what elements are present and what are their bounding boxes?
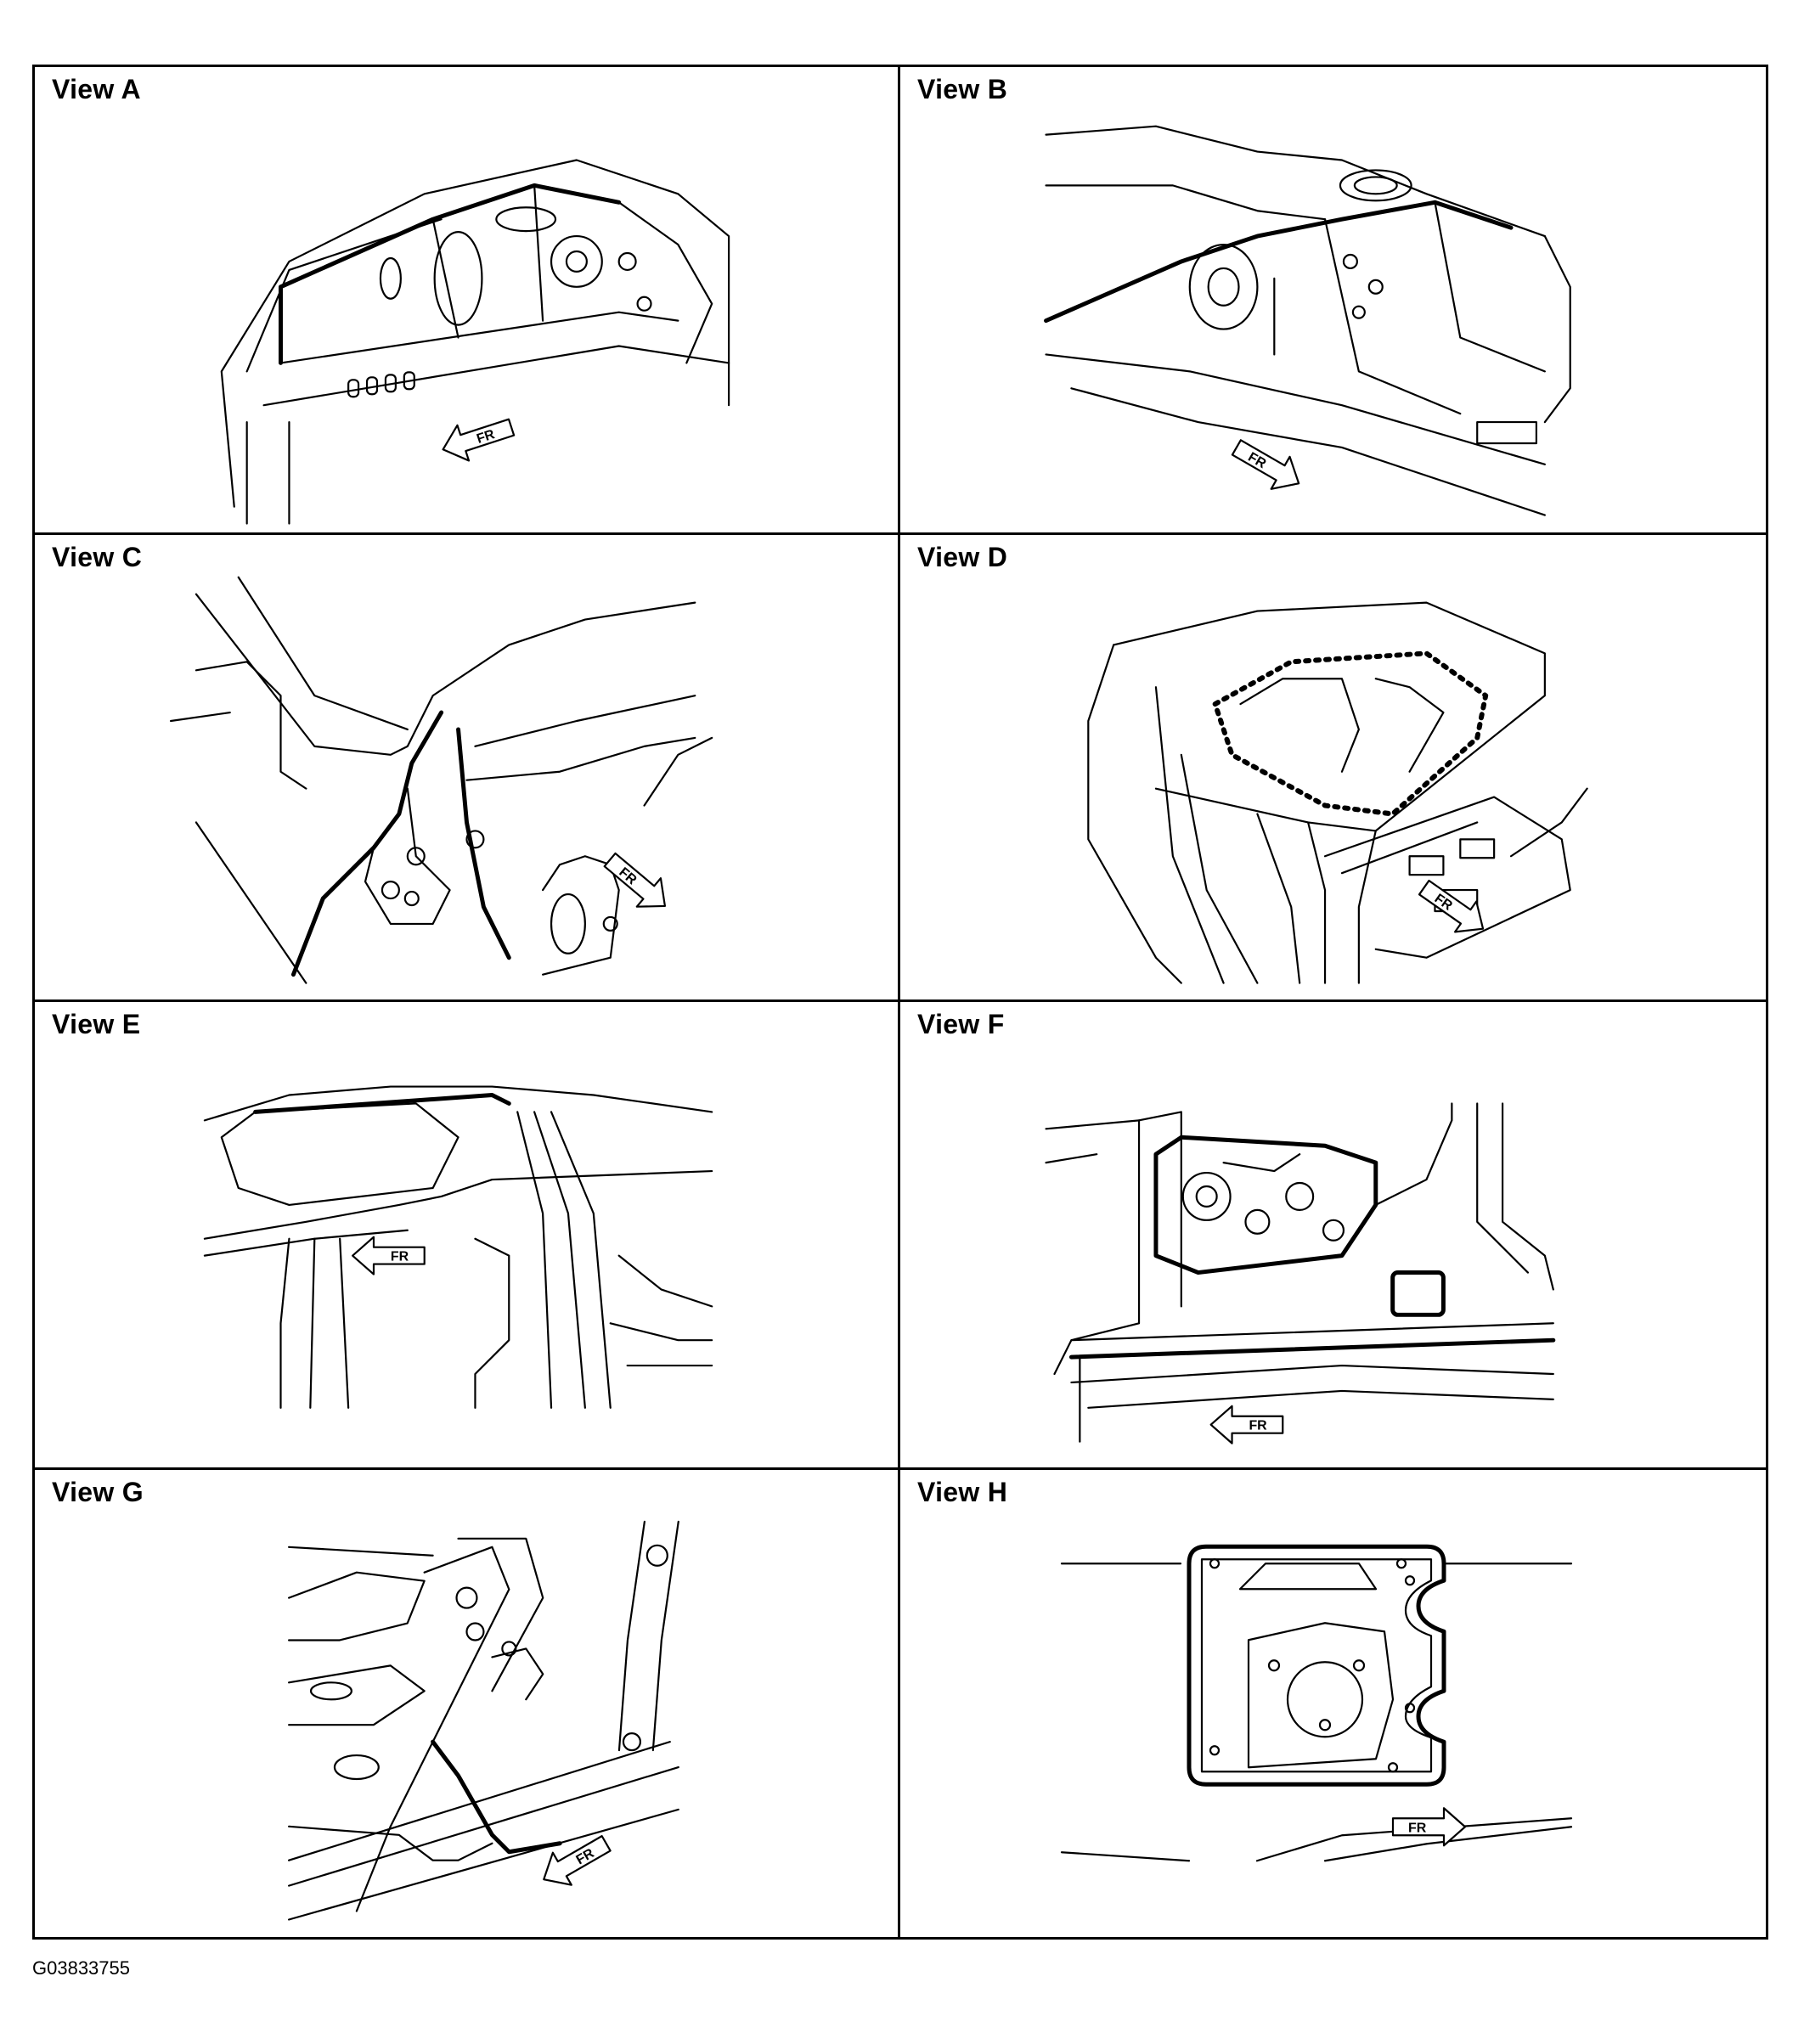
view-f-panel: View F FR bbox=[900, 1002, 1766, 1470]
view-a-fr-arrow: FR bbox=[442, 418, 516, 462]
svg-text:FR: FR bbox=[1408, 1821, 1427, 1835]
view-d-drawing: FR bbox=[1087, 601, 1588, 984]
view-e-panel: View E FR bbox=[35, 1002, 900, 1470]
view-f-drawing: FR bbox=[1045, 1102, 1556, 1444]
view-g-label: View G bbox=[52, 1476, 144, 1507]
view-g-drawing: FR bbox=[288, 1520, 679, 1921]
view-f-label: View F bbox=[917, 1009, 1005, 1039]
figure-code: G03833755 bbox=[32, 1957, 130, 1979]
view-f-fr-arrow: FR bbox=[1209, 1405, 1284, 1444]
view-a-panel: View A FR bbox=[35, 67, 900, 535]
view-d-label: View D bbox=[917, 541, 1008, 572]
view-b-drawing: FR bbox=[1044, 125, 1571, 516]
view-e-fr-arrow: FR bbox=[352, 1236, 426, 1275]
view-e-drawing: FR bbox=[203, 1085, 713, 1409]
view-h-drawing: FR bbox=[1060, 1544, 1573, 1861]
view-h-panel: View H FR bbox=[900, 1470, 1766, 1938]
view-a-drawing: FR bbox=[220, 159, 730, 525]
view-g-panel: View G FR bbox=[35, 1469, 900, 1937]
svg-text:FR: FR bbox=[475, 427, 497, 447]
view-b-fr-arrow: FR bbox=[1231, 439, 1300, 490]
view-d-panel: View D FR bbox=[900, 535, 1766, 1002]
view-b-label: View B bbox=[917, 74, 1008, 104]
view-h-fr-arrow: FR bbox=[1391, 1806, 1467, 1846]
view-c-panel: View C FR bbox=[35, 534, 900, 1002]
view-c-fr-arrow: FR bbox=[603, 852, 666, 908]
views-grid: View A FR View B bbox=[32, 65, 1768, 1940]
svg-text:FR: FR bbox=[391, 1250, 409, 1264]
view-e-label: View E bbox=[52, 1009, 141, 1039]
view-a-label: View A bbox=[52, 74, 141, 104]
svg-text:FR: FR bbox=[1249, 1419, 1267, 1433]
view-g-fr-arrow: FR bbox=[543, 1834, 612, 1886]
view-d-fr-arrow: FR bbox=[1418, 879, 1485, 932]
view-c-drawing: FR bbox=[169, 576, 713, 984]
view-c-label: View C bbox=[52, 541, 143, 572]
view-h-label: View H bbox=[917, 1476, 1008, 1507]
view-b-panel: View B FR bbox=[900, 67, 1766, 535]
